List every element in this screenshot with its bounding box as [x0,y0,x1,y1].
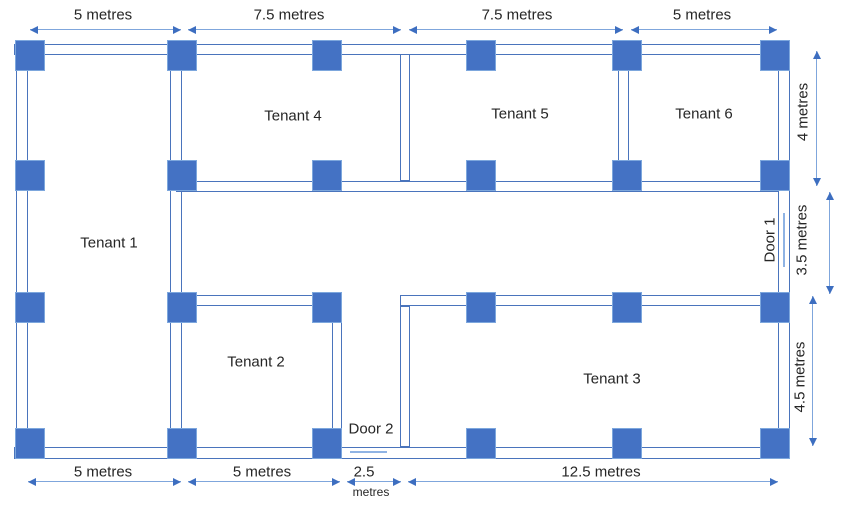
column-4-4 [466,428,496,459]
arrowhead-right-icon [393,477,401,486]
arrowhead-left-icon [188,25,196,34]
arrowhead-right-icon [173,25,181,34]
arrowhead-right-icon [770,477,778,486]
column-3-1 [312,40,342,71]
dimension-line-bottom-4 [408,481,778,482]
column-6-2 [760,160,790,191]
wall-tenant1-right [170,44,182,459]
dimension-label-top-2: 7.5 metres [253,6,325,24]
dimension-line-bottom-2 [188,481,340,482]
dimension-line-top-3 [409,29,623,30]
arrowhead-left-icon [28,477,36,486]
arrowhead-left-icon [347,477,355,486]
column-4-1 [466,40,496,71]
arrowhead-up-icon [812,51,821,59]
arrowhead-right-icon [393,25,401,34]
label-door-2: Door 2 [348,420,394,438]
column-6-3 [760,292,790,323]
column-2-3 [167,292,197,323]
column-6-4 [760,428,790,459]
dimension-label-top-4: 5 metres [672,6,732,24]
arrowhead-right-icon [769,25,777,34]
arrowhead-right-icon [332,477,340,486]
column-3-2 [312,160,342,191]
door-2-leaf [350,451,387,453]
column-5-3 [612,292,642,323]
dimension-sublabel-bottom-3: metres [352,485,390,499]
column-5-2 [612,160,642,191]
dimension-label-top-1: 5 metres [73,6,133,24]
arrowhead-left-icon [188,477,196,486]
label-tenant-3: Tenant 3 [583,370,641,388]
arrowhead-left-icon [408,477,416,486]
column-2-4 [167,428,197,459]
column-4-2 [466,160,496,191]
label-tenant-2: Tenant 2 [227,353,285,371]
dimension-label-bottom-1: 5 metres [73,463,133,481]
door-1-leaf [783,213,785,267]
column-1-4 [15,428,45,459]
column-2-2 [167,160,197,191]
column-1-1 [15,40,45,71]
dimension-label-right-1: 4 metres [794,82,812,142]
arrowhead-down-icon [812,178,821,186]
wall-tenant3-left [400,306,410,447]
label-door-1: Door 1 [761,217,779,263]
dimension-line-right-2 [829,192,830,294]
column-3-4 [312,428,342,459]
dimension-line-top-2 [188,29,401,30]
arrowhead-up-icon [808,296,817,304]
label-tenant-4: Tenant 4 [264,107,322,125]
arrowhead-down-icon [825,286,834,294]
wall-outer-bottom [14,447,790,459]
dimension-label-right-3: 4.5 metres [791,341,809,413]
arrowhead-down-icon [808,438,817,446]
dimension-line-right-1 [816,51,817,186]
dimension-line-top-4 [631,29,777,30]
dimension-label-bottom-4: 12.5 metres [561,463,641,481]
arrowhead-left-icon [409,25,417,34]
wall-tenant4-tenant5 [400,54,410,181]
dimension-line-bottom-3 [347,481,401,482]
arrowhead-left-icon [631,25,639,34]
column-2-1 [167,40,197,71]
arrowhead-up-icon [825,192,834,200]
arrowhead-left-icon [30,25,38,34]
label-tenant-5: Tenant 5 [491,105,549,123]
dimension-line-top-1 [30,29,181,30]
column-6-1 [760,40,790,71]
label-tenant-1: Tenant 1 [80,234,138,252]
label-tenant-6: Tenant 6 [675,105,733,123]
dimension-line-bottom-1 [28,481,181,482]
wall-outer-left [16,44,28,459]
column-1-3 [15,292,45,323]
column-1-2 [15,160,45,191]
dimension-label-right-2: 3.5 metres [793,204,811,276]
wall-corridor-lower-right [400,295,778,306]
dimension-line-right-3 [812,296,813,446]
column-5-4 [612,428,642,459]
column-3-3 [312,292,342,323]
column-4-3 [466,292,496,323]
wall-tenant2-right [332,306,342,447]
arrowhead-right-icon [173,477,181,486]
arrowhead-right-icon [615,25,623,34]
column-5-1 [612,40,642,71]
dimension-label-bottom-3: 2.5 [353,463,375,481]
dimension-label-bottom-2: 5 metres [232,463,292,481]
dimension-label-top-3: 7.5 metres [481,6,553,24]
